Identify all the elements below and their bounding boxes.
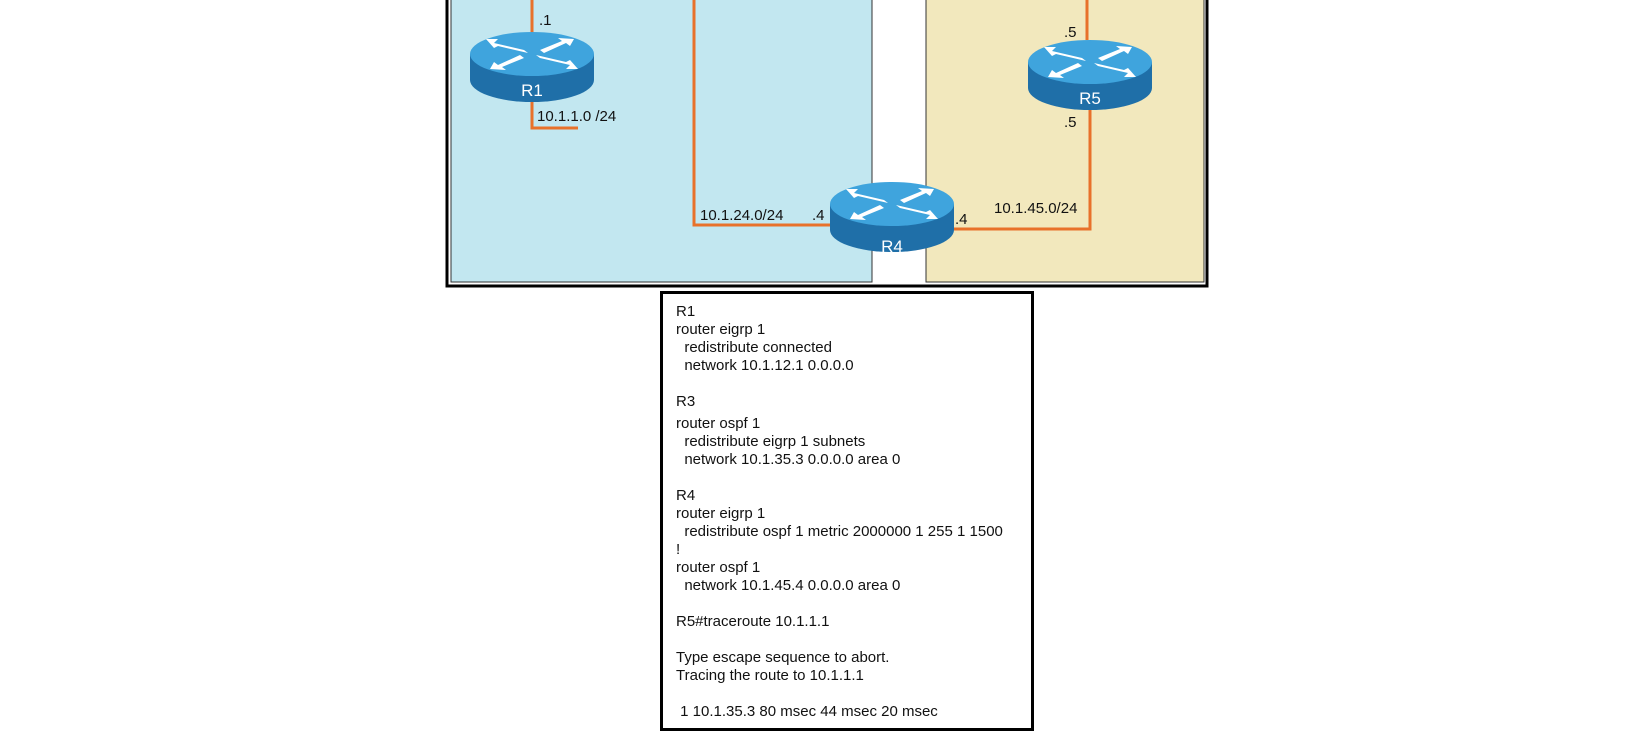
- r3-config-line: redistribute eigrp 1 subnets: [676, 433, 866, 450]
- network-diagram: R1 R5 R4 .1 10.1.1.0 /24 .5 .5 10.1.24.0…: [445, 0, 1209, 731]
- links: [530, 0, 1092, 231]
- r4-config-line: network 10.1.45.4 0.0.0.0 area 0: [676, 577, 901, 594]
- r4-left-interface-label: .4: [812, 207, 825, 224]
- router-r4-label: R4: [881, 237, 903, 256]
- r1-lan-network-label: 10.1.1.0 /24: [537, 108, 616, 125]
- traceroute-command: R5#traceroute 10.1.1.1: [676, 613, 830, 630]
- r4-config-line: !: [676, 541, 681, 558]
- topology-drawing: R1 R5 R4 .1 10.1.1.0 /24 .5 .5 10.1.24.0…: [445, 0, 1209, 288]
- r1-config-line: redistribute connected: [676, 339, 832, 356]
- traceroute-line: Type escape sequence to abort.: [676, 649, 890, 666]
- r3-config-line: router ospf 1: [676, 415, 761, 432]
- router-r5-label: R5: [1079, 89, 1101, 108]
- config-text: R1 router eigrp 1 redistribute connected…: [676, 303, 1003, 721]
- router-r1-icon: R1: [470, 32, 594, 102]
- router-r4-icon: R4: [830, 182, 954, 256]
- r1-config-title: R1: [676, 303, 696, 320]
- net-45-label: 10.1.45.0/24: [994, 200, 1077, 217]
- r4-config-line: router ospf 1: [676, 559, 761, 576]
- r4-config-title: R4: [676, 487, 696, 504]
- r4-config-line: router eigrp 1: [676, 505, 766, 522]
- r4-config-line: redistribute ospf 1 metric 2000000 1 255…: [676, 523, 1003, 540]
- traceroute-hop: 1 10.1.35.3 80 msec 44 msec 20 msec: [676, 703, 938, 720]
- router-r1-label: R1: [521, 81, 543, 100]
- net-24-label: 10.1.24.0/24: [700, 207, 783, 224]
- r1-config-line: network 10.1.12.1 0.0.0.0: [676, 357, 854, 374]
- r3-config-line: network 10.1.35.3 0.0.0.0 area 0: [676, 451, 901, 468]
- traceroute-line: Tracing the route to 10.1.1.1: [676, 667, 864, 684]
- r2-r4-link: [692, 0, 830, 227]
- router-r5-icon: R5: [1028, 40, 1152, 110]
- r1-config-line: router eigrp 1: [676, 321, 766, 338]
- r1-lan-link: [530, 100, 578, 130]
- r5-top-interface-label: .5: [1064, 24, 1077, 41]
- r4-right-interface-label: .4: [955, 211, 968, 228]
- config-output-box: R1 router eigrp 1 redistribute connected…: [660, 291, 1034, 731]
- r5-bottom-interface-label: .5: [1064, 114, 1077, 131]
- r3-config-title: R3: [676, 393, 696, 410]
- r4-r5-link: [950, 108, 1092, 231]
- r1-top-interface-label: .1: [539, 12, 552, 29]
